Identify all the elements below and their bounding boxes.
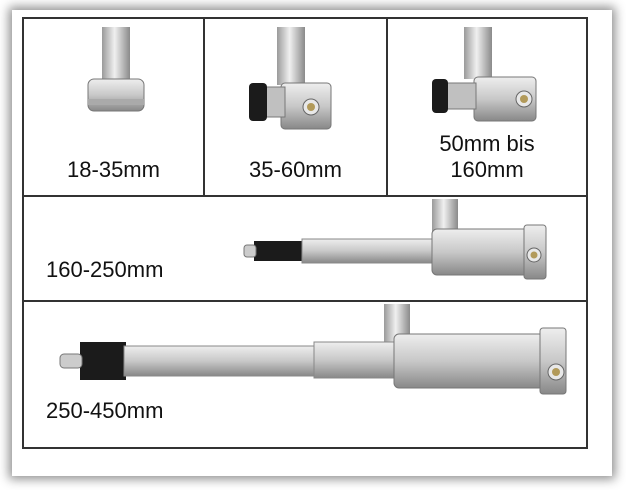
panel-50-160mm: 50mm bis 160mm bbox=[388, 19, 586, 197]
micrometer-head-small-image bbox=[87, 27, 145, 112]
panel-18-35mm: 18-35mm bbox=[24, 19, 205, 197]
micrometer-head-large-image bbox=[432, 27, 537, 122]
panel-35-60mm: 35-60mm bbox=[205, 19, 388, 197]
size-label: 160-250mm bbox=[46, 257, 164, 282]
size-label: 18-35mm bbox=[67, 157, 160, 182]
size-label-line2: 160mm bbox=[450, 157, 524, 182]
micrometer-extended-image bbox=[243, 199, 547, 280]
micrometer-head-medium-image bbox=[249, 27, 332, 130]
size-label: 250-450mm bbox=[46, 398, 164, 423]
size-grid: 18-35mm 35-60mm 50mm bis 160mm bbox=[22, 17, 588, 449]
panel-250-450mm: 250-450mm bbox=[24, 302, 586, 447]
size-label-line1: 50mm bis bbox=[439, 131, 535, 156]
panel-160-250mm: 160-250mm bbox=[24, 197, 586, 302]
micrometer-extended-long-image bbox=[59, 304, 567, 395]
size-label: 35-60mm bbox=[249, 157, 342, 182]
